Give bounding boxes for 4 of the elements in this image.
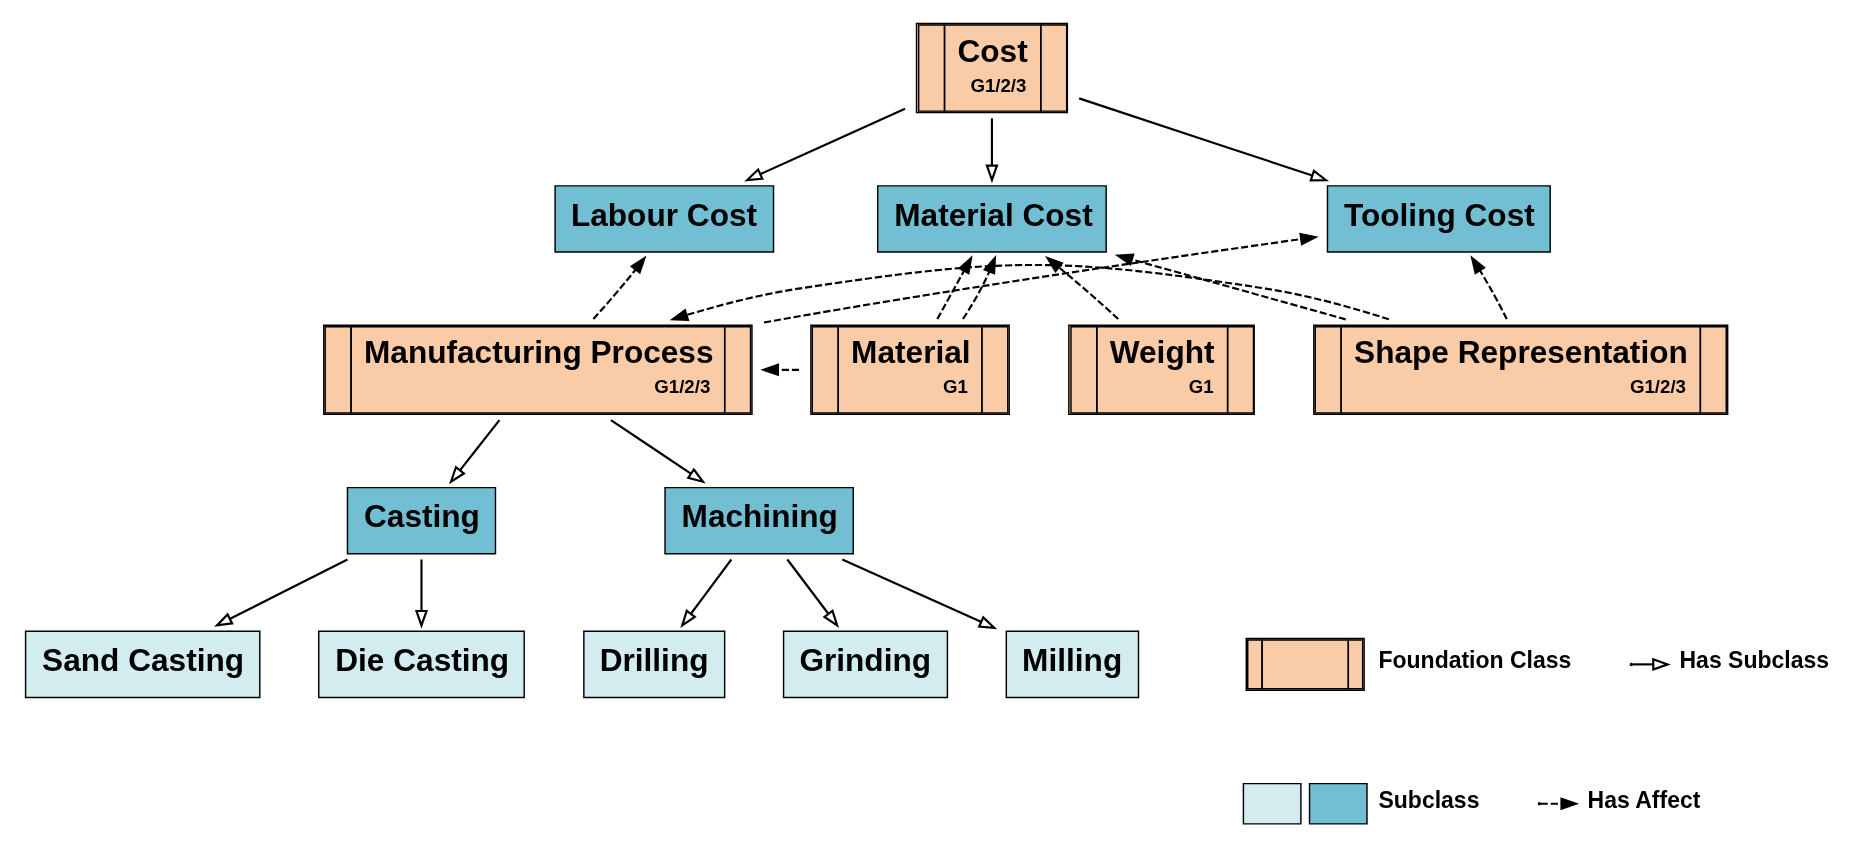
legend-label: Has Affect [1587, 786, 1701, 813]
legend-label: Foundation Class [1378, 646, 1572, 673]
legend-label: Has Subclass [1679, 646, 1830, 673]
legend-label: Subclass [1378, 786, 1480, 813]
